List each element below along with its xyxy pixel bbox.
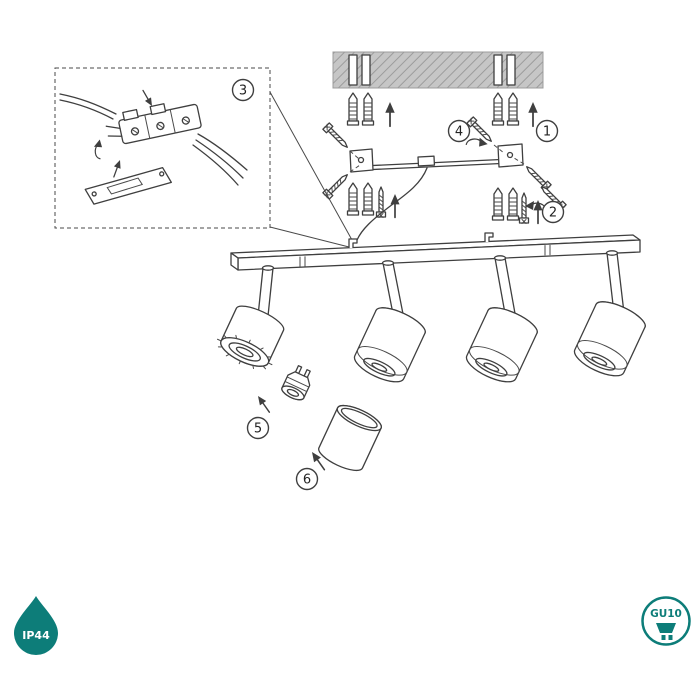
cylinder-shade <box>318 404 382 472</box>
screw-guide-lines <box>349 144 525 173</box>
junction-inset: 3 <box>54 67 271 229</box>
step-3-marker: 3 <box>231 78 255 102</box>
wall-plug-icon <box>346 182 360 216</box>
mains-cable <box>59 93 117 120</box>
wall-plugs-top-left <box>346 92 396 128</box>
rotate-arrow-icon <box>91 138 104 160</box>
fixture-bar <box>230 232 641 271</box>
drill-hole-marks <box>348 54 516 86</box>
screw-icon <box>321 121 352 152</box>
bracket-plate-right <box>497 143 524 168</box>
step-2-marker: 2 <box>541 200 565 224</box>
step-1-label: 1 <box>543 125 551 140</box>
wall-plug-icon <box>491 92 505 126</box>
arrow-up-icon <box>527 101 539 128</box>
mounting-hook-right <box>484 232 494 242</box>
arrow-up-icon <box>389 193 401 219</box>
gu10-label: GU10 <box>650 608 682 620</box>
ceiling-section <box>332 51 544 89</box>
cable-junction-box <box>417 155 436 167</box>
ip44-drop-icon <box>14 596 58 655</box>
arrow-up-icon <box>109 158 124 179</box>
step-5-label: 5 <box>254 422 262 437</box>
step-4-marker: 4 <box>447 119 471 143</box>
gu10-bulb-icon <box>656 623 676 640</box>
mounting-hook-left <box>348 238 358 248</box>
gu10-badge-circle <box>641 596 691 646</box>
step-6-marker: 6 <box>295 467 319 491</box>
threaded-ring-ribs <box>217 334 273 370</box>
wall-plugs-mid-right <box>491 187 544 225</box>
power-cable <box>356 167 428 241</box>
callout-lines <box>269 91 353 248</box>
step-1-marker: 1 <box>535 119 559 143</box>
step-3-label: 3 <box>239 84 247 99</box>
step-5-marker: 5 <box>246 416 270 440</box>
step-2-label: 2 <box>549 206 557 221</box>
step-6-label: 6 <box>303 473 311 488</box>
wall-plugs-mid-left <box>346 182 401 219</box>
wall-plug-icon <box>491 187 505 221</box>
wall-plug-icon <box>506 92 520 126</box>
gu10-bulb <box>281 365 311 401</box>
wall-plug-icon <box>361 182 375 216</box>
strain-relief-plate <box>84 166 172 205</box>
wire-connector <box>105 103 202 145</box>
ip44-label: IP44 <box>22 629 50 642</box>
wall-plugs-top-right <box>491 92 539 128</box>
step-4-label: 4 <box>455 125 463 140</box>
insert-bulb-arrow-icon <box>254 393 274 416</box>
arrow-into-connector-icon <box>139 88 156 109</box>
screw-icon <box>518 192 530 225</box>
gu10-badge: GU10 <box>641 596 691 646</box>
bracket-plate-left <box>349 148 374 173</box>
mounting-bracket <box>321 115 568 213</box>
spotlight-head-1 <box>217 305 285 370</box>
screw-icon <box>522 162 553 193</box>
inset-border <box>54 67 271 229</box>
wall-plug-icon <box>346 92 360 126</box>
spotlight-head-3 <box>465 307 538 383</box>
wall-plug-icon <box>506 187 520 221</box>
arrow-up-icon <box>384 101 396 128</box>
spotlight-head-4 <box>573 301 646 377</box>
spotlight-head-2 <box>353 307 426 383</box>
wall-plug-icon <box>361 92 375 126</box>
bar-seam-marks <box>299 244 551 267</box>
ip44-badge: IP44 <box>14 596 58 655</box>
connector-wires-out <box>192 133 248 186</box>
